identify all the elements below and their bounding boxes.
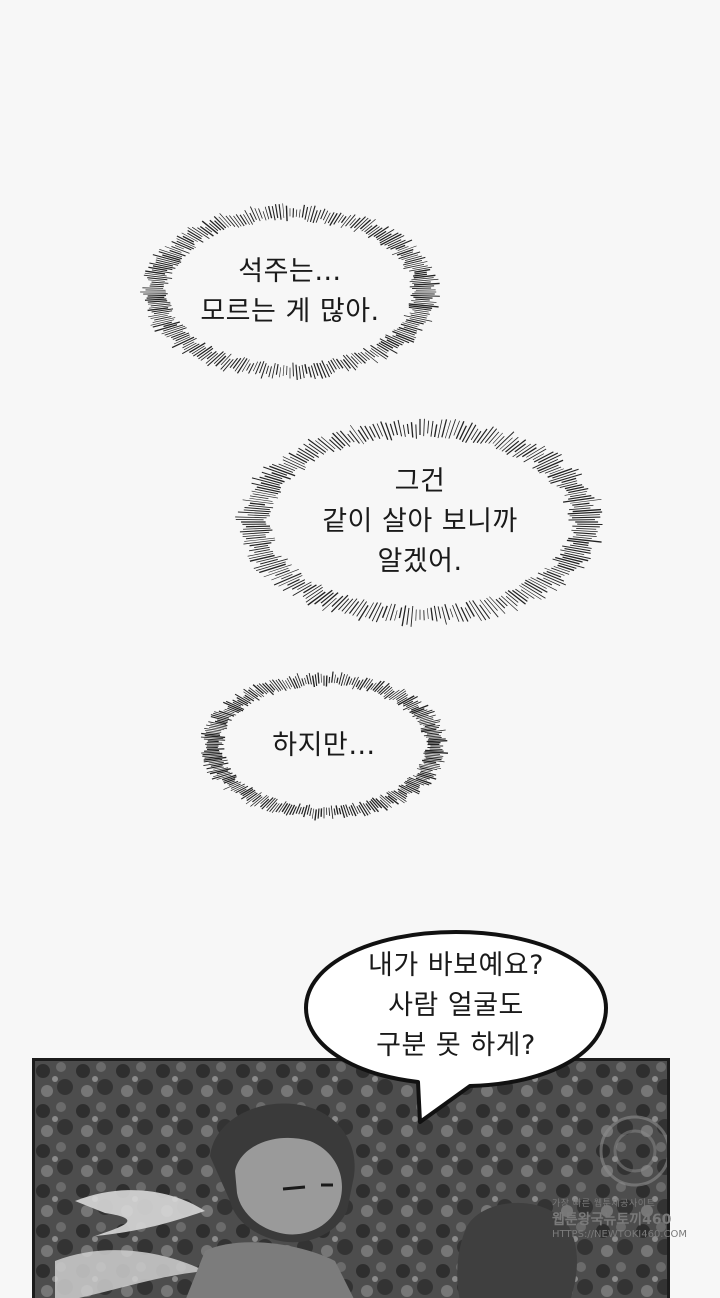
- watermark-tagline: 가장 빠른 웹툰제공사이트: [552, 1196, 688, 1209]
- thought-line: 같이 살아 보니까: [322, 502, 518, 542]
- thought-bubble-2: 그건 같이 살아 보니까 알겠어.: [220, 406, 620, 638]
- thought-bubble-text: 석주는… 모르는 게 많아.: [124, 192, 456, 392]
- watermark-site-name: 웹툰왕국뉴토끼460: [552, 1209, 688, 1229]
- speech-bubble-text: 내가 바보예요? 사람 얼굴도 구분 못 하게?: [300, 926, 612, 1086]
- thought-line: 하지만…: [272, 726, 376, 766]
- speech-line: 구분 못 하게?: [376, 1026, 536, 1066]
- thought-line: 석주는…: [238, 252, 342, 292]
- thought-bubble-text: 하지만…: [188, 660, 460, 832]
- thought-line: 모르는 게 많아.: [200, 292, 379, 332]
- site-watermark: 가장 빠른 웹툰제공사이트 웹툰왕국뉴토끼460 HTTPS://NEWTOKI…: [552, 1196, 688, 1240]
- watermark-url: HTTPS://NEWTOKI460.COM: [552, 1229, 688, 1240]
- thought-line: 알겠어.: [377, 542, 462, 582]
- thought-bubble-1: 석주는… 모르는 게 많아.: [124, 192, 456, 392]
- thought-bubble-text: 그건 같이 살아 보니까 알겠어.: [220, 406, 620, 638]
- thought-bubble-3: 하지만…: [188, 660, 460, 832]
- thought-line: 그건: [395, 462, 446, 502]
- speech-line: 내가 바보예요?: [368, 946, 544, 986]
- speech-bubble: 내가 바보예요? 사람 얼굴도 구분 못 하게?: [300, 926, 612, 1126]
- speech-line: 사람 얼굴도: [388, 986, 524, 1026]
